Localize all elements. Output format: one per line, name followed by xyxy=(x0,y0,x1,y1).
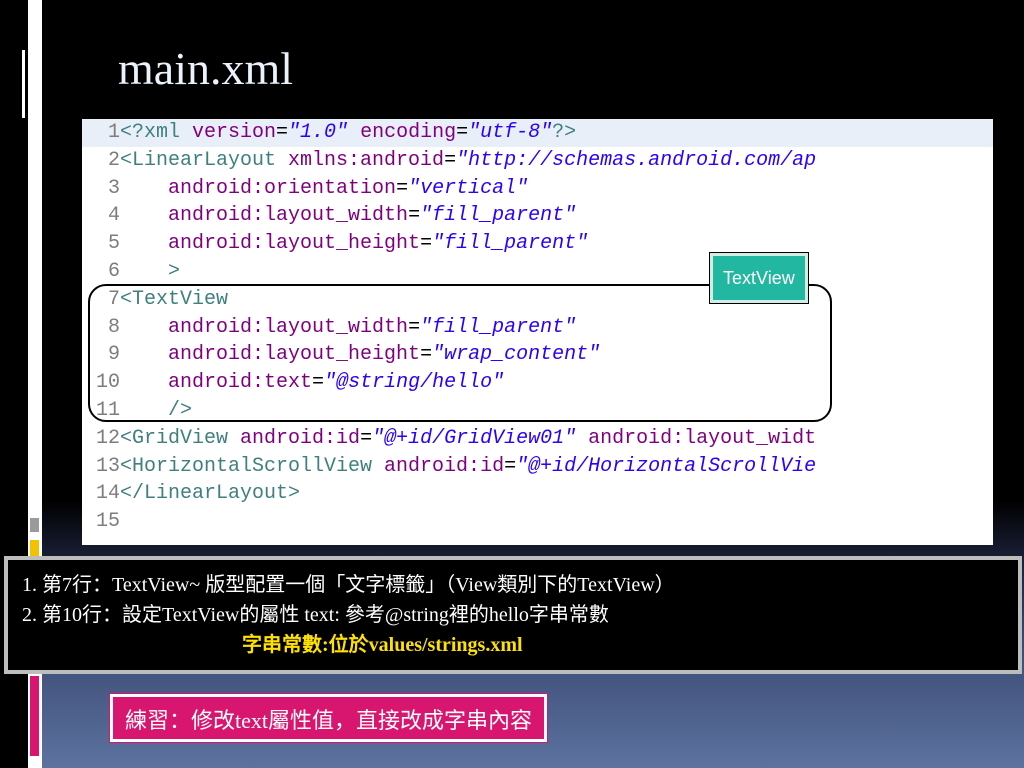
code-token: "fill_parent" xyxy=(420,315,577,339)
code-token: </LinearLayout> xyxy=(120,482,301,506)
code-token: android:layout_width xyxy=(168,315,409,339)
code-token: "@string/hello" xyxy=(324,371,505,395)
exercise-box: 練習：修改text屬性值，直接改成字串內容 xyxy=(110,694,547,742)
line-number: 15 xyxy=(95,510,120,534)
code-token: = xyxy=(312,371,325,395)
code-token: android:layout_height xyxy=(168,343,421,367)
code-token: encoding xyxy=(360,121,457,144)
line-number: 13 xyxy=(95,454,120,478)
code-token: = xyxy=(444,148,457,172)
accent-square-yellow xyxy=(30,540,39,556)
code-line[interactable]: 10 android:text="@string/hello" xyxy=(82,369,993,397)
line-number: 5 xyxy=(107,232,120,256)
note-line-2: 2. 第10行：設定TextView的屬性 text: 參考@string裡的h… xyxy=(22,604,609,626)
note-line-1: 1. 第7行：TextView~ 版型配置一個「文字標籤」（View類別下的Te… xyxy=(22,574,675,596)
line-number: 3 xyxy=(107,176,120,200)
code-token xyxy=(120,177,168,200)
code-token: <GridView xyxy=(120,426,241,450)
code-line[interactable]: 1<?xml version="1.0" encoding="utf-8"?> xyxy=(82,119,993,147)
code-token: "vertical" xyxy=(408,176,529,200)
code-token: = xyxy=(420,343,433,367)
code-token: > xyxy=(168,259,181,283)
code-token: = xyxy=(456,121,469,144)
code-token: android:layout_widt xyxy=(588,426,817,450)
line-number: 4 xyxy=(107,204,120,228)
code-token: = xyxy=(420,232,433,256)
line-number: 12 xyxy=(95,426,120,450)
code-line[interactable]: 13<HorizontalScrollView android:id="@+id… xyxy=(82,453,993,481)
code-token: <HorizontalScrollView xyxy=(120,454,385,478)
decor-stripes xyxy=(22,50,42,118)
note-line-3: 字串常數:位於values/strings.xml xyxy=(242,634,523,656)
code-token: "wrap_content" xyxy=(432,343,601,367)
accent-square-gray xyxy=(30,518,39,532)
code-line[interactable]: 12<GridView android:id="@+id/GridView01"… xyxy=(82,425,993,453)
code-editor[interactable]: 1<?xml version="1.0" encoding="utf-8"?>2… xyxy=(82,119,993,545)
code-token: "http://schemas.android.com/ap xyxy=(456,148,817,172)
code-token: <TextView xyxy=(120,287,229,311)
code-line[interactable]: 4 android:layout_width="fill_parent" xyxy=(82,202,993,230)
textview-callout: TextView xyxy=(710,253,808,303)
code-token: xmlns:android xyxy=(288,148,445,172)
line-number: 2 xyxy=(107,148,120,172)
code-line[interactable]: 15 xyxy=(82,508,993,536)
code-token: android:layout_width xyxy=(168,204,409,228)
code-token: android:text xyxy=(168,371,313,395)
code-line[interactable]: 5 android:layout_height="fill_parent" xyxy=(82,230,993,258)
code-line[interactable]: 9 android:layout_height="wrap_content" xyxy=(82,341,993,369)
code-line[interactable]: 3 android:orientation="vertical" xyxy=(82,175,993,203)
line-number: 6 xyxy=(107,259,120,283)
slide-title: main.xml xyxy=(118,43,294,94)
code-line[interactable]: 7<TextView xyxy=(82,286,993,314)
code-token: "1.0" xyxy=(288,121,349,144)
code-token: = xyxy=(408,204,421,228)
line-number: 1 xyxy=(107,121,120,144)
accent-bar-pink xyxy=(30,676,39,756)
code-token: "fill_parent" xyxy=(420,204,577,228)
code-line[interactable]: 2<LinearLayout xmlns:android="http://sch… xyxy=(82,147,993,175)
line-number: 14 xyxy=(95,482,120,506)
code-token xyxy=(120,204,168,227)
notes-box: 1. 第7行：TextView~ 版型配置一個「文字標籤」（View類別下的Te… xyxy=(4,556,1022,674)
line-number: 9 xyxy=(107,343,120,367)
code-token: <?xml xyxy=(120,121,193,144)
code-token: ?> xyxy=(552,121,577,144)
code-token: "@+id/GridView01" xyxy=(372,426,577,450)
code-token: = xyxy=(276,121,289,144)
code-token: = xyxy=(504,454,517,478)
code-token: /> xyxy=(168,398,193,422)
code-token: <LinearLayout xyxy=(120,148,289,172)
line-number: 7 xyxy=(107,287,120,311)
code-token: android:id xyxy=(384,454,505,478)
code-token xyxy=(348,121,360,144)
code-token xyxy=(576,427,588,450)
code-token: "@+id/HorizontalScrollVie xyxy=(516,454,817,478)
code-token xyxy=(120,260,168,283)
code-token: android:orientation xyxy=(168,176,397,200)
line-number: 8 xyxy=(107,315,120,339)
line-number: 10 xyxy=(95,371,120,395)
code-token: = xyxy=(360,426,373,450)
code-token: version xyxy=(192,121,277,144)
code-token: "utf-8" xyxy=(468,121,553,144)
code-token: = xyxy=(408,315,421,339)
code-line[interactable]: 14</LinearLayout> xyxy=(82,480,993,508)
code-token: "fill_parent" xyxy=(432,232,589,256)
code-token xyxy=(120,232,168,255)
code-token: android:id xyxy=(240,426,361,450)
code-line[interactable]: 6 > xyxy=(82,258,993,286)
textview-highlight-box xyxy=(88,284,832,422)
code-token: android:layout_height xyxy=(168,232,421,256)
code-line[interactable]: 8 android:layout_width="fill_parent" xyxy=(82,314,993,342)
code-token: = xyxy=(396,176,409,200)
